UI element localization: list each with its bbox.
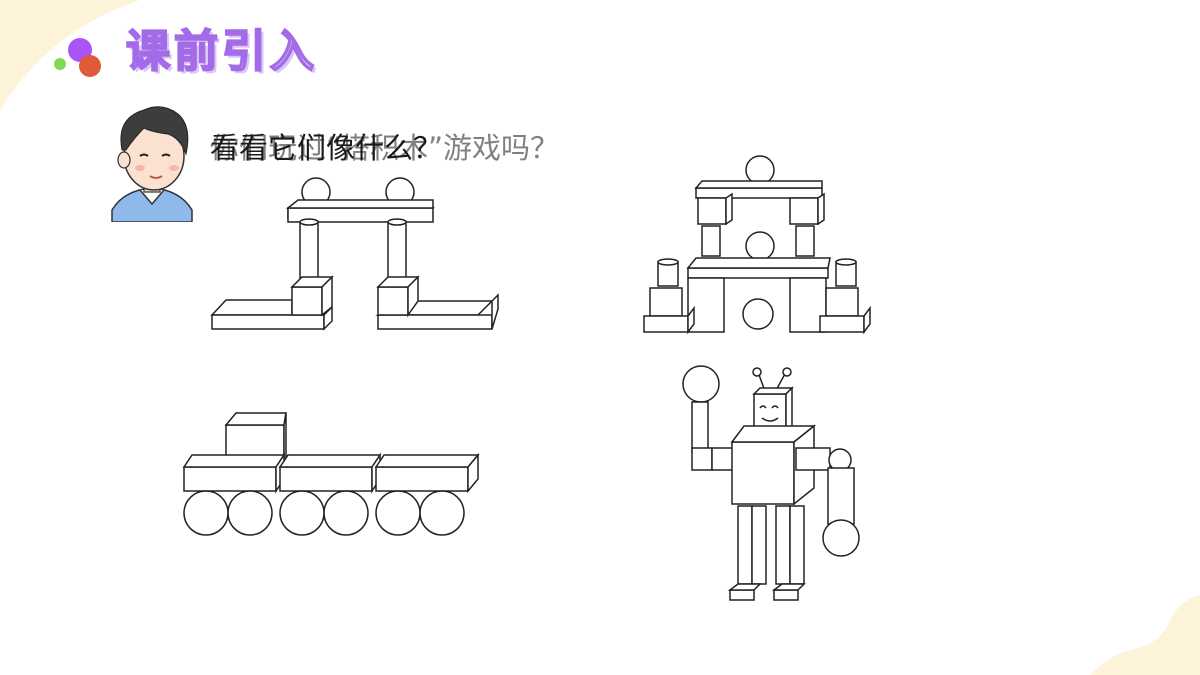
logo-dots-icon (54, 38, 101, 77)
corner-decoration-bottom-right (1090, 595, 1200, 675)
page-title: 课前引入 (125, 25, 318, 78)
question-text: 你们玩过“搭积木”游戏吗？ 看看它们像什么？ (210, 128, 559, 168)
question-line-a: 你们玩过“搭积木”游戏吗？ (210, 131, 560, 165)
train-figure (180, 405, 484, 545)
gate-figure (208, 170, 503, 340)
boy-avatar (111, 106, 193, 222)
corner-decoration-top-left (0, 0, 140, 110)
robot-figure (678, 362, 868, 610)
castle-figure (640, 150, 876, 340)
question-line-b: 看看它们像什么？ (210, 131, 443, 165)
